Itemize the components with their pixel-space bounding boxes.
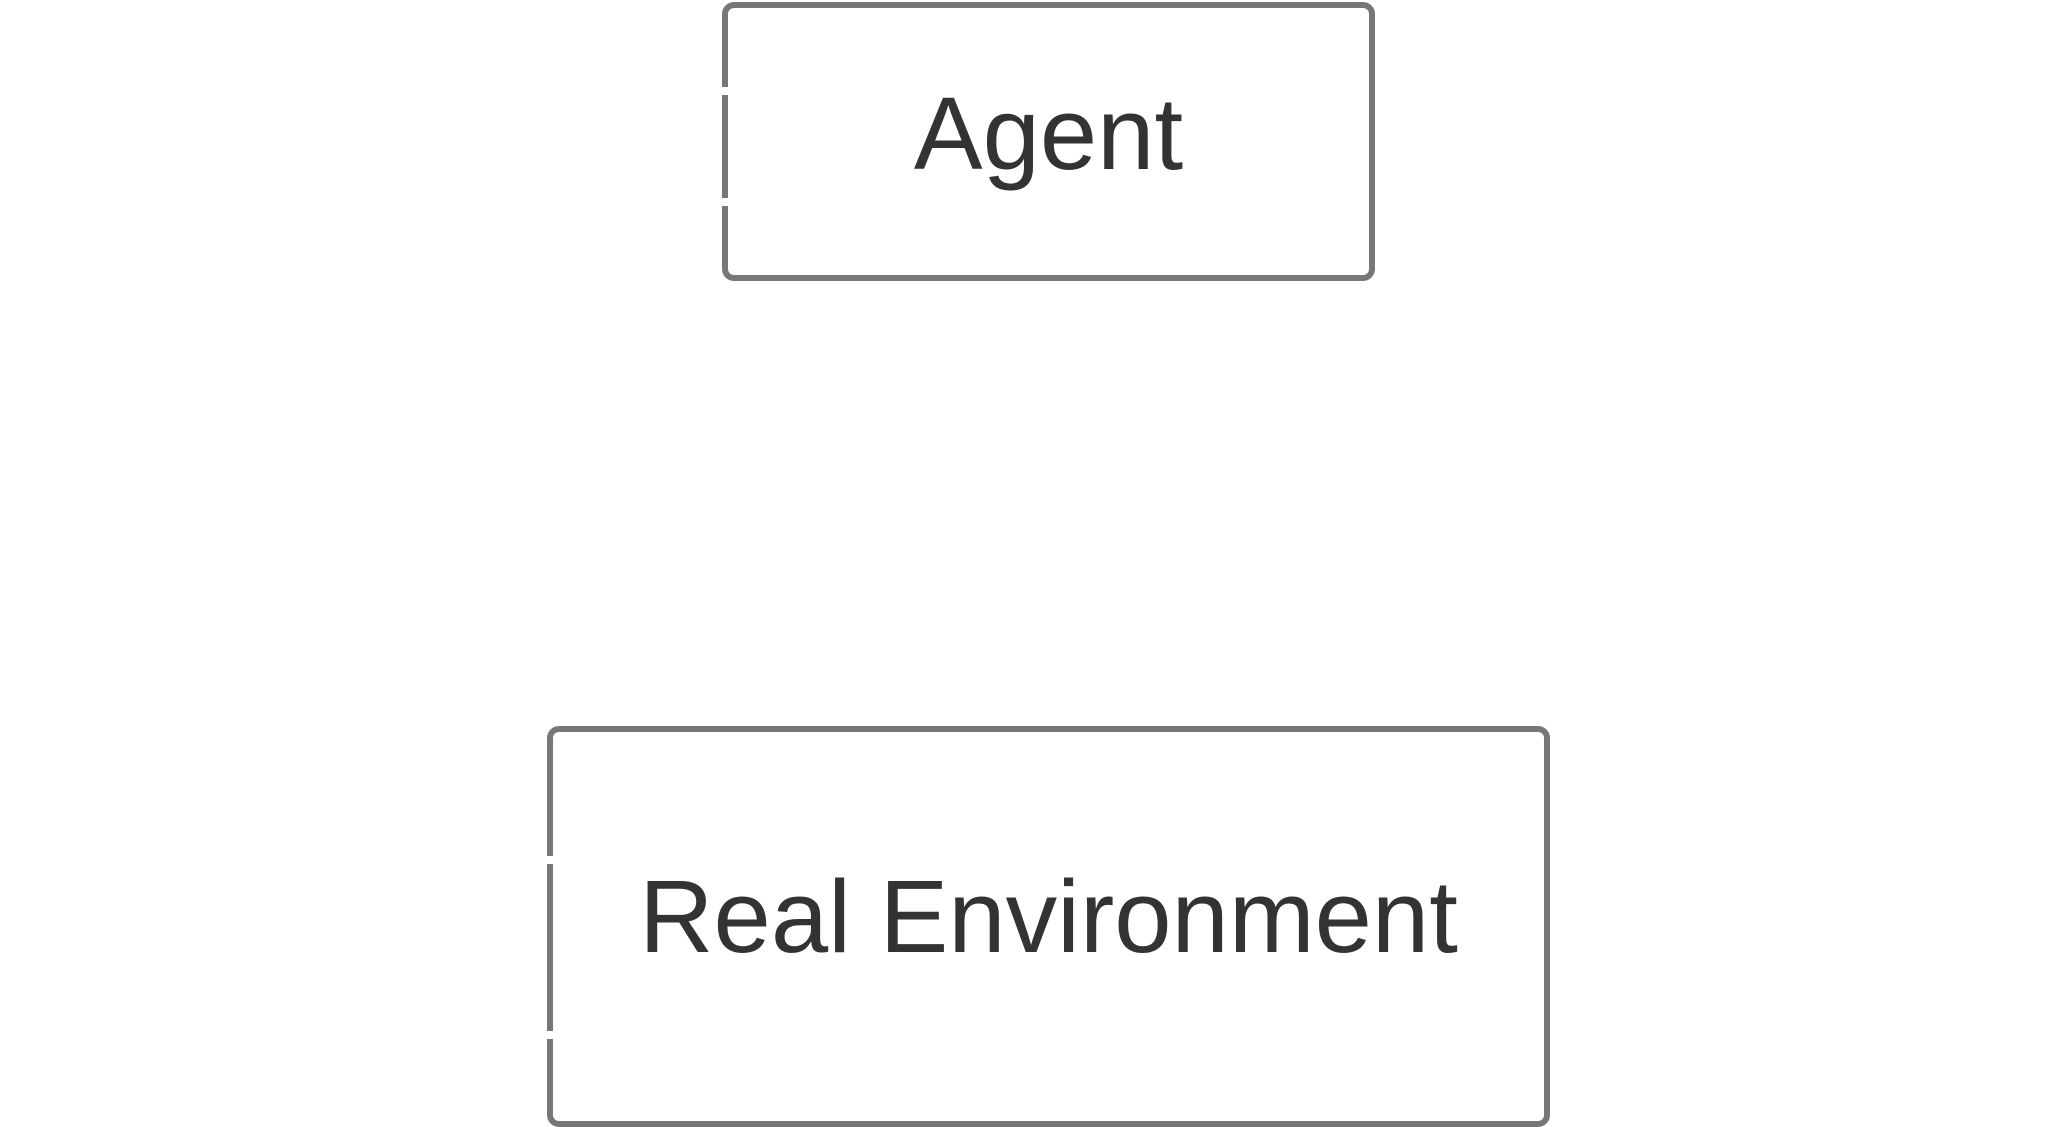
real-environment-node: Real Environment [546,726,1550,1127]
agent-port-upper [721,87,729,95]
environment-port-lower [546,1031,554,1039]
real-environment-label: Real Environment [639,859,1458,974]
agent-label: Agent [913,76,1184,191]
agent-port-lower [721,198,729,206]
environment-port-upper [546,856,554,864]
agent-node: Agent [721,2,1375,281]
